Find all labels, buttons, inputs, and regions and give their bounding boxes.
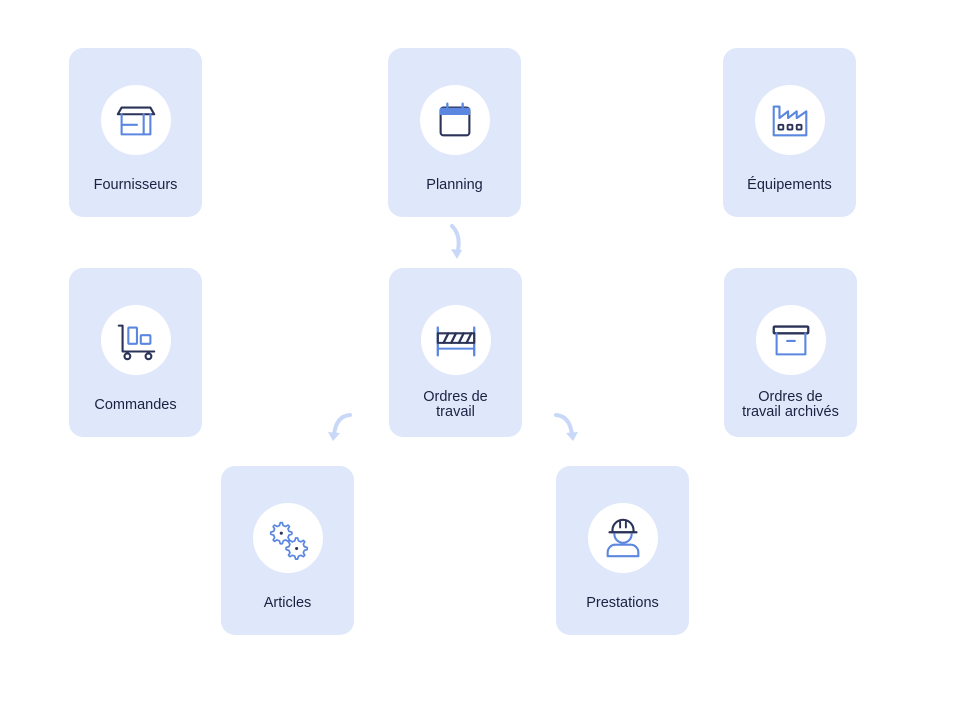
icon-circle: [421, 305, 491, 375]
icon-circle: [420, 85, 490, 155]
card-ordres-de-travail[interactable]: Ordres de travail: [389, 268, 522, 437]
card-label-line: travail: [436, 404, 475, 420]
card-label: Prestations: [586, 595, 659, 611]
archive-box-icon: [772, 325, 810, 356]
card-equipements[interactable]: Équipements: [723, 48, 856, 217]
worker-helmet-icon: [606, 518, 640, 558]
card-label: Planning: [426, 177, 483, 193]
arrow-planning-to-ordres: [450, 224, 462, 259]
icon-circle: [101, 305, 171, 375]
card-label-line: travail archivés: [742, 404, 839, 420]
icon-circle: [101, 85, 171, 155]
card-label: Articles: [263, 595, 312, 611]
barrier-icon: [436, 326, 476, 357]
hand-truck-icon: [117, 324, 156, 361]
card-articles[interactable]: Articles: [221, 466, 354, 635]
factory-icon: [772, 105, 808, 137]
arrow-ordres-to-articles: [328, 413, 352, 441]
card-planning[interactable]: Planning: [388, 48, 521, 217]
gears-icon: [269, 521, 309, 560]
arrow-ordres-to-prestations: [554, 413, 578, 441]
card-label: Commandes: [94, 397, 177, 413]
card-commandes[interactable]: Commandes: [69, 268, 202, 437]
store-icon: [116, 106, 156, 136]
card-label-line: Ordres de: [423, 389, 488, 405]
card-label: Équipements: [747, 177, 832, 193]
card-label: Fournisseurs: [93, 177, 178, 193]
card-label: Ordres de travail: [389, 390, 522, 420]
card-label-line: Ordres de: [758, 389, 823, 405]
card-fournisseurs[interactable]: Fournisseurs: [69, 48, 202, 217]
icon-circle: [755, 85, 825, 155]
icon-circle: [253, 503, 323, 573]
icon-circle: [756, 305, 826, 375]
icon-circle: [588, 503, 658, 573]
card-ordres-archives[interactable]: Ordres de travail archivés: [724, 268, 857, 437]
card-prestations[interactable]: Prestations: [556, 466, 689, 635]
calendar-icon: [439, 102, 471, 137]
card-label: Ordres de travail archivés: [724, 390, 857, 420]
